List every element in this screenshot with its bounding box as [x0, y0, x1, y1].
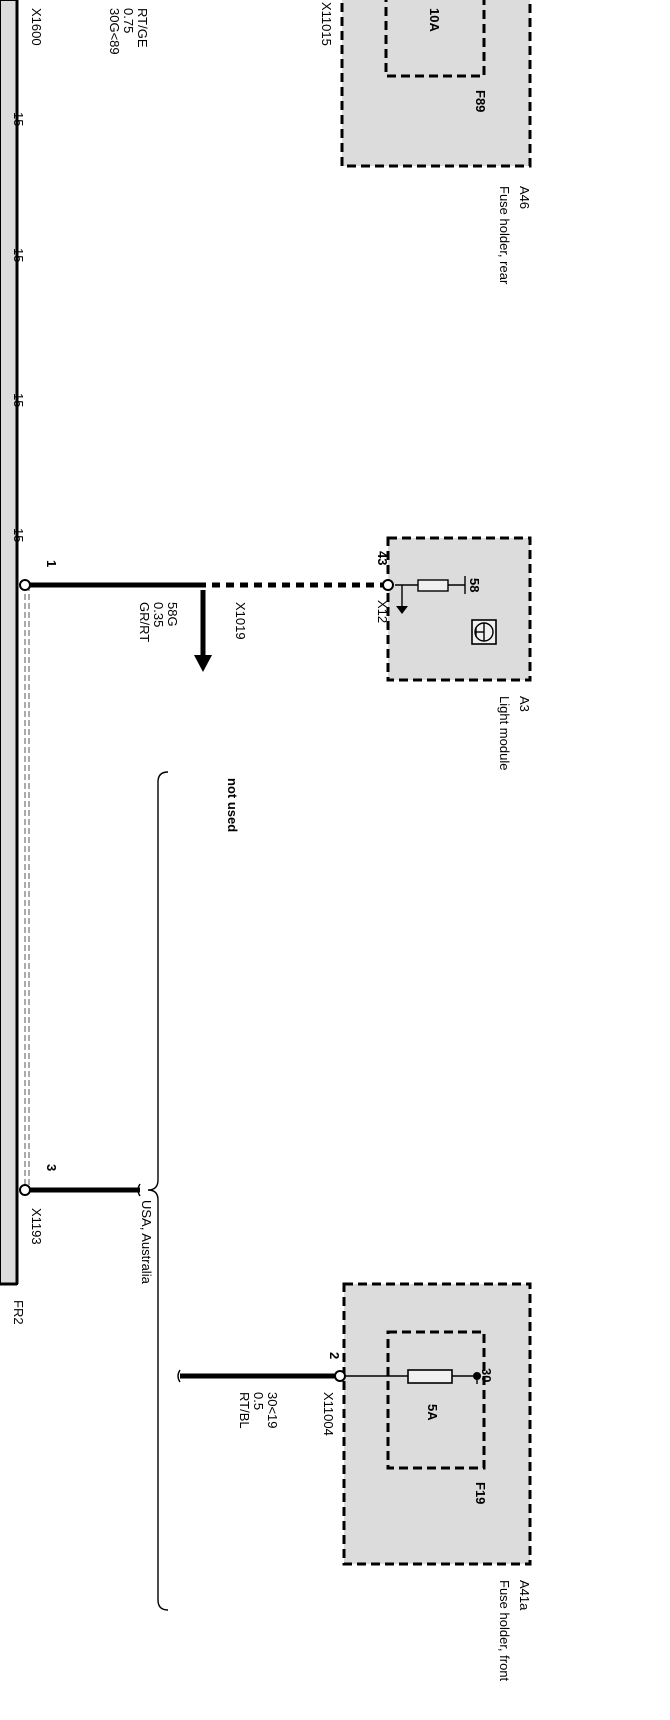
svg-text:Fuse holder, front: Fuse holder, front: [497, 1580, 512, 1682]
svg-text:Light module: Light module: [497, 696, 512, 770]
svg-text:USA, Australia: USA, Australia: [139, 1200, 154, 1285]
svg-text:X1019: X1019: [233, 602, 248, 640]
bus-mark-4: 15: [11, 528, 26, 542]
svg-text:GR/RT: GR/RT: [137, 602, 152, 642]
wire-label-top-left: 30G<89 0.75 RT/GE: [107, 8, 150, 55]
fuse-holder-rear: 10A F89 X11015 A46 Fuse holder, rear: [319, 0, 532, 285]
svg-text:X1193: X1193: [29, 1208, 44, 1245]
svg-text:FR2: FR2: [11, 1300, 26, 1325]
svg-text:A41a: A41a: [517, 1580, 532, 1611]
svg-text:5A: 5A: [425, 1404, 440, 1421]
svg-text:0.5: 0.5: [251, 1392, 266, 1410]
wire-58g: 1 X1019 58G 0.35 GR/RT: [19, 560, 394, 672]
svg-text:Fuse holder, rear: Fuse holder, rear: [497, 186, 512, 285]
bus-mark-3: 15: [11, 393, 26, 407]
wire-30: 2 X11004 30<19 0.5 RT/BL: [177, 1352, 346, 1436]
svg-text:2: 2: [327, 1352, 342, 1359]
svg-text:not used: not used: [225, 778, 240, 832]
svg-text:0.35: 0.35: [151, 602, 166, 627]
svg-text:F89: F89: [473, 90, 488, 112]
svg-text:58: 58: [467, 578, 482, 592]
svg-text:58G: 58G: [165, 602, 180, 627]
svg-text:30: 30: [479, 1368, 494, 1382]
svg-text:3: 3: [44, 1164, 59, 1171]
svg-text:X12: X12: [375, 600, 390, 623]
svg-text:30<19: 30<19: [265, 1392, 280, 1429]
bus-connector-label: X1600: [29, 8, 44, 46]
svg-text:F19: F19: [473, 1482, 488, 1504]
svg-text:30G<89: 30G<89: [107, 8, 122, 55]
svg-text:A3: A3: [517, 696, 532, 712]
svg-text:1: 1: [44, 560, 59, 567]
svg-text:X11015: X11015: [319, 2, 334, 46]
fuse-holder-front: 30 5A F19 A41a Fuse holder, front: [340, 1282, 532, 1682]
svg-text:RT/BL: RT/BL: [237, 1392, 252, 1429]
variant-bracket: not used USA, Australia: [139, 771, 240, 1611]
svg-text:X11004: X11004: [321, 1392, 336, 1436]
bus-mark-1: 15: [11, 112, 26, 126]
light-module: 58 43 X12 A3 Light module: [375, 536, 532, 770]
bus-mark-2: 15: [11, 248, 26, 262]
svg-text:A46: A46: [517, 186, 532, 209]
wire-58g-label: 58G 0.35 GR/RT: [137, 602, 180, 642]
svg-text:43: 43: [375, 551, 390, 565]
svg-text:10A: 10A: [427, 8, 442, 32]
svg-text:0.75: 0.75: [121, 8, 136, 33]
wire-30-label: 30<19 0.5 RT/BL: [237, 1392, 280, 1429]
wire-pin3: 3 X1193 FR2: [11, 1164, 141, 1325]
svg-text:RT/GE: RT/GE: [135, 8, 150, 48]
bus-bar: [0, 0, 18, 1285]
svg-text:X1600: X1600: [29, 8, 44, 46]
